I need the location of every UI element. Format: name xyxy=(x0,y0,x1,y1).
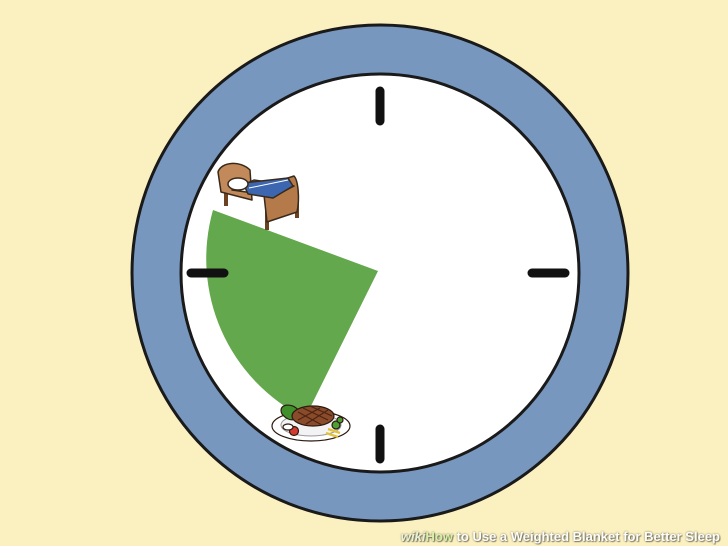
watermark-title: to Use a Weighted Blanket for Better Sle… xyxy=(452,529,720,544)
steak-dinner-icon xyxy=(271,404,351,442)
hour-marks xyxy=(186,86,570,464)
time-span-wedge xyxy=(206,210,378,418)
watermark-how: How xyxy=(425,529,453,544)
bed-icon xyxy=(217,162,300,230)
watermark-brand: wiki xyxy=(400,529,426,544)
wikihow-watermark: wikiHow to Use a Weighted Blanket for Be… xyxy=(401,529,720,544)
